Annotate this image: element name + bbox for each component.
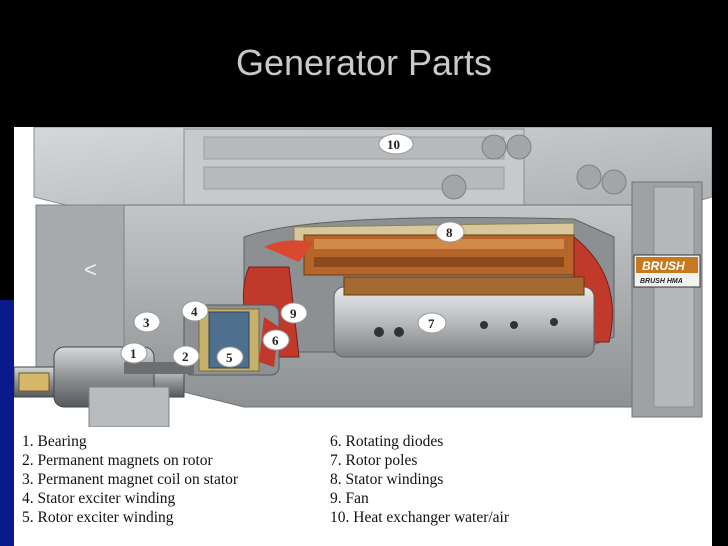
- svg-text:8: 8: [446, 225, 453, 240]
- svg-text:5: 5: [226, 350, 233, 365]
- svg-text:2: 2: [182, 349, 189, 364]
- legend-item-rotating-diodes: 6. Rotating diodes: [330, 433, 444, 450]
- callout-5: 5: [216, 346, 244, 368]
- slide-accent-bar: [0, 300, 14, 546]
- brand-plate-subtext: BRUSH HMA: [640, 278, 683, 285]
- callout-7: 7: [417, 312, 447, 334]
- legend-item-heat-exchanger: 10. Heat exchanger water/air: [330, 509, 510, 526]
- legend-item-rotor-exciter: 5. Rotor exciter winding: [22, 509, 174, 526]
- housing-mark: <: [84, 257, 97, 282]
- slide-title: Generator Parts: [235, 42, 493, 83]
- callout-6: 6: [262, 329, 290, 351]
- legend-item-permanent-magnets: 2. Permanent magnets on rotor: [22, 452, 213, 469]
- legend-left-column: 1. Bearing 2. Permanent magnets on rotor…: [22, 432, 238, 527]
- callout-1: 1: [120, 342, 148, 364]
- legend-item-rotor-poles: 7. Rotor poles: [330, 452, 418, 469]
- svg-text:7: 7: [428, 316, 435, 331]
- svg-text:3: 3: [143, 315, 150, 330]
- legend-right-column: 6. Rotating diodes 7. Rotor poles 8. Sta…: [330, 432, 509, 527]
- callout-8: 8: [435, 221, 465, 243]
- rotor-poles: [333, 276, 595, 358]
- figure-panel: <: [14, 127, 712, 546]
- legend-item-stator-exciter: 4. Stator exciter winding: [22, 490, 176, 507]
- svg-text:4: 4: [191, 304, 198, 319]
- svg-text:9: 9: [290, 306, 297, 321]
- heat-exchanger: [33, 127, 712, 223]
- stator-windings: [303, 234, 575, 276]
- svg-text:1: 1: [130, 346, 137, 361]
- callout-4: 4: [181, 300, 209, 322]
- callout-9: 9: [280, 302, 308, 324]
- brand-plate-title: BRUSH: [642, 259, 685, 273]
- legend-item-fan: 9. Fan: [330, 490, 369, 507]
- callouts: 10 8 9 7 6 4 3: [120, 133, 465, 368]
- callout-10: 10: [378, 133, 414, 155]
- legend-item-stator-windings: 8. Stator windings: [330, 471, 444, 488]
- generator-cutaway-illustration: <: [14, 127, 712, 427]
- callout-3: 3: [133, 311, 161, 333]
- svg-text:10: 10: [387, 137, 400, 152]
- legend-item-magnet-coil: 3. Permanent magnet coil on stator: [22, 471, 239, 488]
- callout-2: 2: [172, 345, 200, 367]
- svg-text:6: 6: [272, 333, 279, 348]
- brand-plate: BRUSH BRUSH HMA: [633, 254, 701, 288]
- legend-item-bearing: 1. Bearing: [22, 433, 87, 450]
